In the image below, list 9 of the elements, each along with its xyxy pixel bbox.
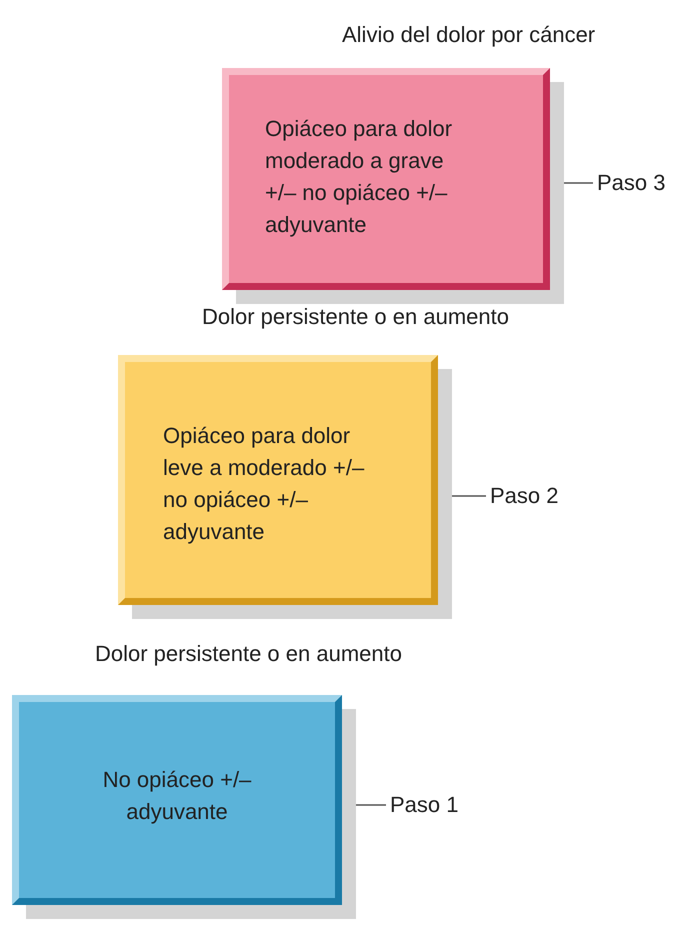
caption-text: Alivio del dolor por cáncer (342, 22, 596, 48)
box-text: Opiáceo para dolor moderado a grave +/– no opiáceo +/– adyuvante (265, 115, 454, 239)
caption-text: Dolor persistente o en aumento (202, 304, 509, 330)
step-label: Paso 1 (390, 792, 458, 818)
step-label: Paso 3 (597, 170, 666, 196)
box-text: No opiáceo +/– adyuvante (102, 766, 252, 826)
caption-text: Dolor persistente o en aumento (95, 641, 402, 667)
box-text: Opiáceo para dolor leve a moderado +/– no opiáceo +/– adyuvante (163, 422, 366, 546)
step-label: Paso 2 (490, 483, 558, 509)
